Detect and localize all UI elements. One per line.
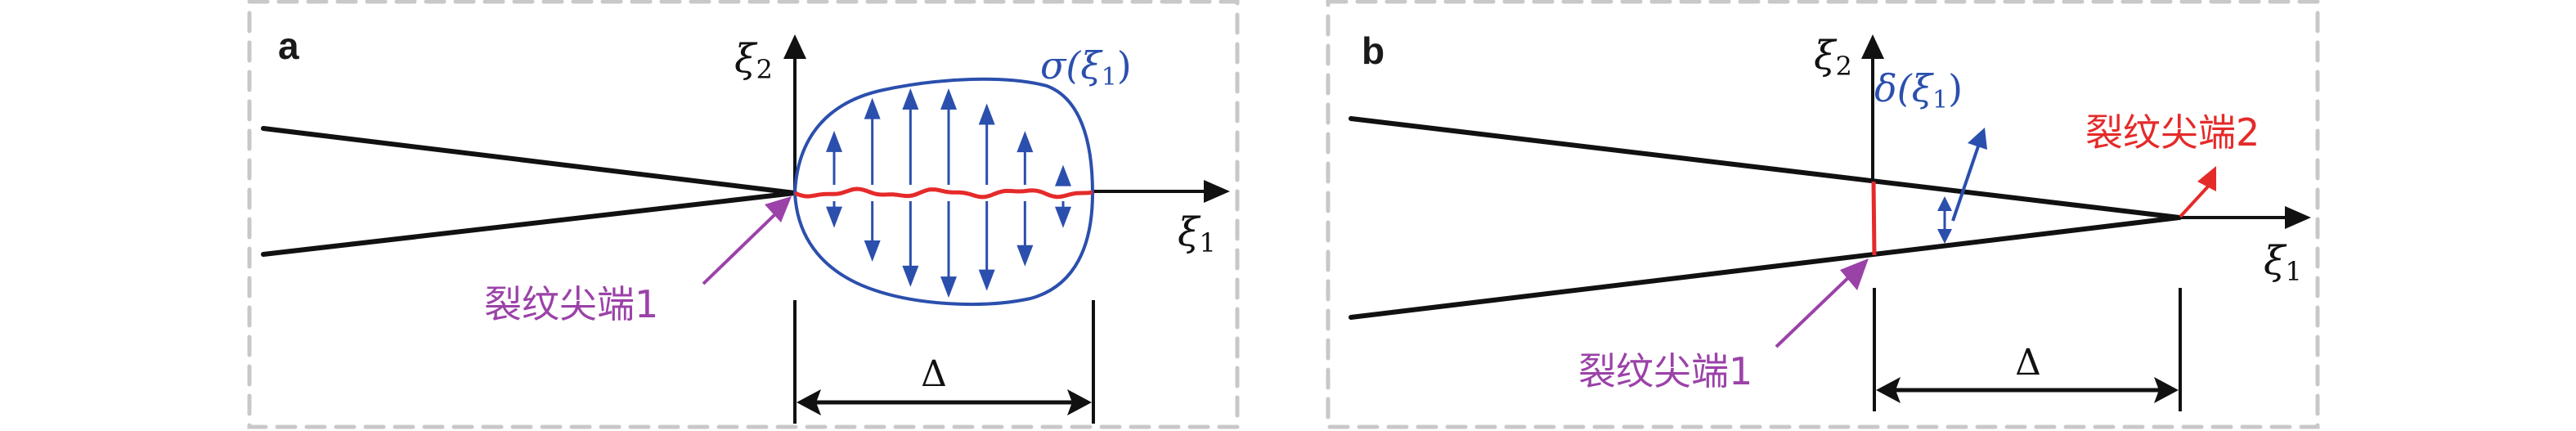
stress-arrowhead-up-icon — [1016, 131, 1034, 153]
panel-b: b ξ2 ξ1 δ(ξ1) 裂纹尖端2 裂纹尖端1 — [1326, 0, 2320, 429]
tip1-pointer — [702, 209, 780, 285]
crack-face-upper — [261, 126, 797, 195]
axis-xi2-arrowhead-icon — [783, 34, 806, 59]
tip1-label: 裂纹尖端1 — [484, 282, 658, 326]
tip2-pointer — [2179, 185, 2210, 218]
axis-xi2-label: ξ2 — [1814, 33, 1852, 82]
dimension-label: Δ — [921, 353, 947, 395]
stress-arrowhead-down-icon — [826, 206, 842, 228]
tip2-pointer-arrowhead-icon — [2197, 166, 2216, 191]
crack-face-lower — [1349, 215, 2182, 320]
crack-face-upper — [1349, 116, 2182, 220]
axis-xi2-label: ξ2 — [734, 36, 773, 85]
axis-xi1-arrowhead-icon — [1204, 180, 1230, 203]
tip1-pointer-arrowhead-icon — [765, 196, 792, 222]
dimension-arrow-right-icon — [1067, 389, 1092, 415]
opening-pointer-arrowhead-icon — [1968, 128, 1987, 150]
stress-arrowhead-down-icon — [940, 276, 957, 299]
opening-label: δ(ξ1) — [1874, 66, 1963, 114]
crack-face-lower — [261, 191, 797, 257]
stress-arrowhead-down-icon — [902, 265, 919, 287]
stress-arrowhead-up-icon — [1055, 164, 1071, 186]
stress-arrowhead-up-icon — [940, 88, 957, 110]
axis-xi1-label: ξ1 — [1178, 209, 1216, 258]
tip1-label: 裂纹尖端1 — [1578, 349, 1752, 393]
stress-arrowhead-down-icon — [978, 269, 995, 291]
opening-pointer — [1951, 143, 1981, 222]
stress-arrowhead-down-icon — [864, 240, 881, 262]
stress-arrowhead-up-icon — [864, 97, 881, 119]
tip1-pointer — [1775, 270, 1856, 348]
stress-arrowhead-up-icon — [978, 103, 995, 125]
axis-xi1-label: ξ1 — [2264, 238, 2302, 287]
opening-arrow-up-icon — [1937, 196, 1952, 211]
dimension-label: Δ — [2015, 342, 2041, 384]
stress-arrowhead-up-icon — [902, 88, 919, 110]
stress-label: σ(ξ1) — [1040, 43, 1132, 92]
tip2-label: 裂纹尖端2 — [2085, 110, 2260, 155]
opening-arrow-down-icon — [1937, 229, 1952, 244]
panel-b-label: b — [1362, 29, 1384, 72]
panel-a-label: a — [278, 25, 299, 67]
axis-xi1-arrowhead-icon — [2285, 206, 2311, 229]
stress-arrowhead-down-icon — [1016, 245, 1034, 267]
stress-arrowhead-down-icon — [1055, 206, 1071, 228]
panel-a: a ξ2 ξ1 σ(ξ1) 裂纹尖端1 Δ — [247, 0, 1240, 429]
dimension-arrow-right-icon — [2154, 377, 2179, 403]
stress-arrowhead-up-icon — [826, 130, 842, 152]
tip1-pointer-arrowhead-icon — [1840, 258, 1869, 290]
process-zone-crack — [794, 186, 1093, 200]
stress-arrows — [826, 88, 1071, 299]
dimension-arrow-left-icon — [1876, 377, 1901, 403]
dimension-arrow-left-icon — [797, 389, 821, 415]
axis-xi2-arrowhead-icon — [1861, 34, 1884, 59]
